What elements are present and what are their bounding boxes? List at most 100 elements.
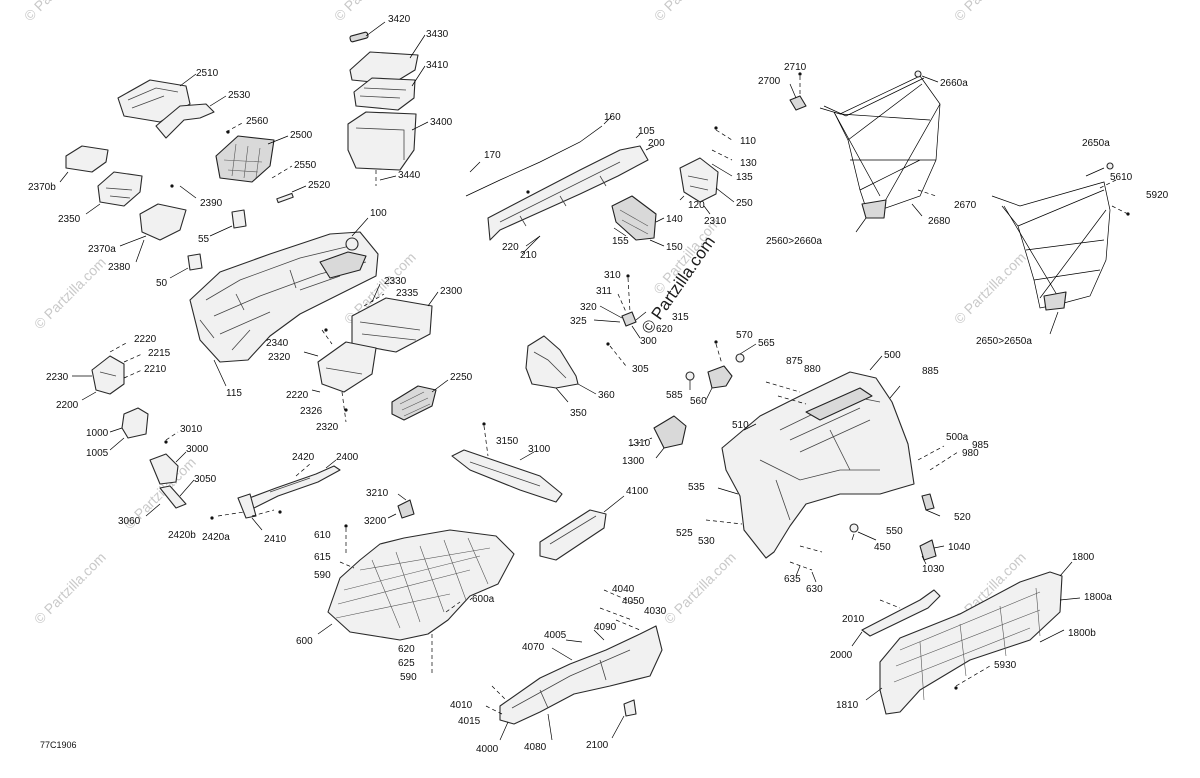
part-2370b [65,145,109,173]
label-1030: 1030 [922,564,945,575]
label-115: 115 [226,388,242,399]
part-labels: 3420 3430 3410 3400 3440 2510 2530 2560 … [28,14,1169,755]
label-2520: 2520 [308,180,331,191]
label-2650s: 2650>2650a [976,336,1032,347]
label-3100: 3100 [528,444,551,455]
label-3150: 3150 [496,436,519,447]
watermark: © Partzilla.com [951,249,1029,327]
label-2500: 2500 [290,130,313,141]
part-2400 [243,465,341,511]
label-2220b: 2220 [286,390,309,401]
label-55: 55 [198,234,210,245]
label-2326: 2326 [300,406,323,417]
part-120 [679,157,719,203]
console-parts-left [59,73,307,279]
watermark: © Partzilla.com [21,0,99,24]
part-350 [525,335,579,389]
watermark: © Partzilla.com [651,0,729,24]
label-4005: 4005 [544,630,567,641]
label-3420: 3420 [388,14,411,25]
label-1000: 1000 [86,428,109,439]
label-600: 600 [296,636,313,647]
label-620b: 620 [398,644,415,655]
label-2410: 2410 [264,534,287,545]
label-535: 535 [688,482,705,493]
part-3400 [347,111,417,171]
label-150: 150 [666,242,683,253]
part-2100 [623,699,637,717]
label-2000: 2000 [830,650,853,661]
watermark: © Partzilla.com [951,0,1029,24]
label-2420a: 2420a [202,532,230,543]
label-2210: 2210 [144,364,167,375]
label-3010: 3010 [180,424,203,435]
label-4070: 4070 [522,642,545,653]
label-610: 610 [314,530,331,541]
label-630: 630 [806,584,823,595]
label-525: 525 [676,528,693,539]
label-315: 315 [672,312,689,323]
label-4090: 4090 [594,622,617,633]
firewall-500 [705,355,959,583]
label-3410: 3410 [426,60,449,71]
label-4100: 4100 [626,486,649,497]
label-2220a: 2220 [134,334,157,345]
label-980: 980 [962,448,979,459]
label-500a: 500a [946,432,969,443]
label-5920: 5920 [1146,190,1169,201]
label-2300: 2300 [440,286,463,297]
part-1800 [879,571,1063,715]
label-310: 310 [604,270,621,281]
label-550: 550 [886,526,903,537]
label-350: 350 [570,408,587,419]
part-300 [621,311,637,327]
bracket-2200 [72,341,143,401]
label-2420b: 2420b [168,530,196,541]
label-2350: 2350 [58,214,81,225]
label-3200: 3200 [364,516,387,527]
label-635: 635 [784,574,801,585]
part-3100 [451,449,563,503]
part-3000 [149,453,179,485]
part-1300 [653,415,687,449]
tunnel-3100 [451,422,563,503]
part-3430 [349,51,419,85]
label-2400: 2400 [336,452,359,463]
part-3420 [349,31,369,43]
label-985: 985 [972,440,989,451]
dashboard-100 [189,217,379,387]
watermark: © Partzilla.com [31,254,109,332]
label-2330: 2330 [384,276,407,287]
part-1000 [121,407,149,439]
tunnel-4000 [485,589,663,741]
part-500 [721,371,915,559]
crossbar-2400 [210,459,341,531]
label-2510: 2510 [196,68,219,79]
label-1300: 1300 [622,456,645,467]
label-510: 510 [732,420,749,431]
label-2530: 2530 [228,90,251,101]
label-2335: 2335 [396,288,419,299]
label-170: 170 [484,150,501,161]
label-4000: 4000 [476,744,499,755]
part-3200-group [387,493,415,519]
part-2410 [237,493,257,519]
part-2370a [139,203,187,241]
label-565: 565 [758,338,775,349]
part-520 [921,493,935,511]
part-105 [487,145,649,241]
label-105: 105 [638,126,655,137]
part-2500 [215,135,275,183]
label-2370b: 2370b [28,182,56,193]
part-2010 [861,589,941,637]
label-2560s: 2560>2660a [766,236,822,247]
label-2310: 2310 [704,216,727,227]
label-1040: 1040 [948,542,971,553]
rops-2650 [991,162,1130,335]
watermark: © Partzilla.com [661,549,739,627]
label-2560: 2560 [246,116,269,127]
label-4010: 4010 [450,700,473,711]
storage-box-group [347,21,429,186]
part-600 [327,529,515,641]
